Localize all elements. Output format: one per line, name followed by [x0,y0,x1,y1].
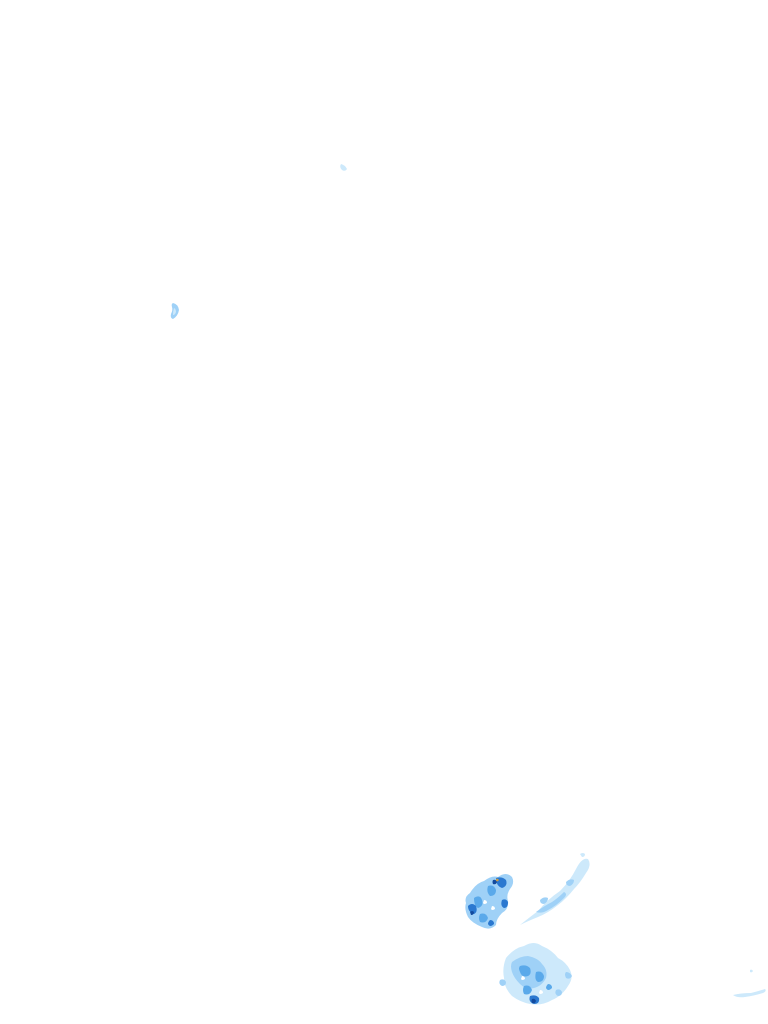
echo-cell-south [499,943,572,1005]
echo-faint-southeast [733,969,766,998]
echo-cell-west [465,874,514,929]
echo-small-left [170,303,179,319]
echo-small-top [340,164,347,171]
echo-band-east [520,853,590,925]
